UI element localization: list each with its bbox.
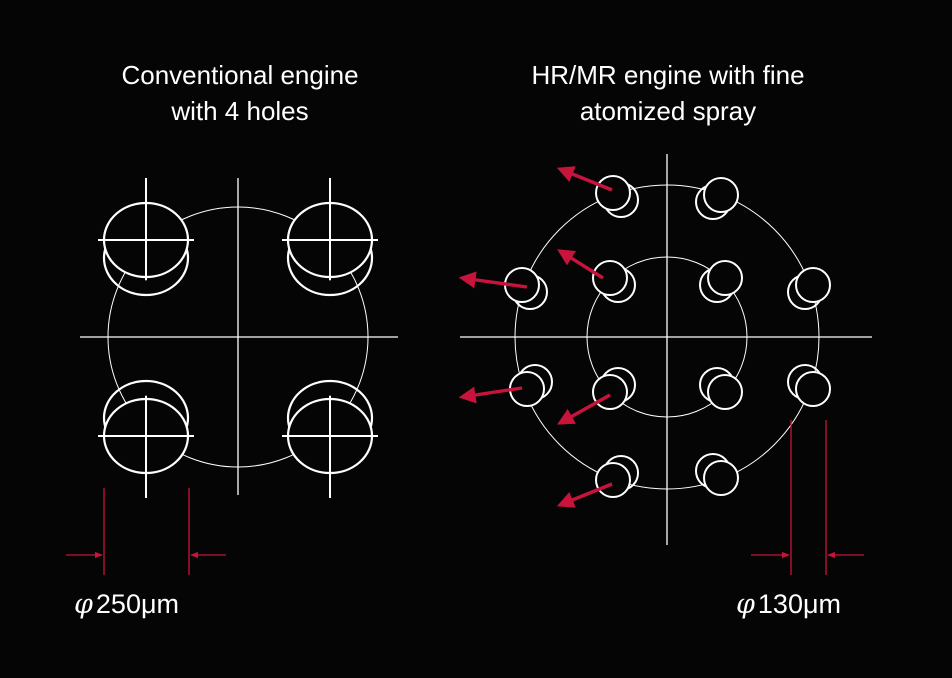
nozzle-hole-icon (282, 379, 378, 498)
spray-direction-arrow (458, 386, 523, 404)
hole-outline (795, 371, 831, 407)
hole-outline (592, 260, 628, 296)
right-dim-phi: φ (736, 589, 755, 620)
nozzle-hole-icon (699, 367, 743, 410)
nozzle-hole-icon (695, 177, 739, 220)
nozzle-hole-icon (787, 267, 831, 310)
hole-outline (795, 267, 831, 303)
left-pitch-circle (107, 206, 369, 468)
right-title-line1: HR/MR engine with fine (531, 60, 804, 90)
hole-outline (707, 260, 743, 296)
left-title-line1: Conventional engine (121, 60, 358, 90)
spray-direction-arrow (458, 271, 528, 289)
hole-outline (595, 175, 631, 211)
nozzle-hole-icon (509, 364, 553, 407)
nozzle-hole-icon (699, 260, 743, 303)
spray-direction-arrow (556, 166, 613, 192)
hole-outline (703, 460, 739, 496)
spray-direction-arrow (556, 482, 613, 508)
right-outer-pitch-circle (514, 184, 820, 490)
spray-direction-arrow (557, 393, 611, 425)
nozzle-hole-icon (282, 178, 378, 297)
large-nozzle-holes (98, 178, 378, 498)
hole-outline (703, 177, 739, 213)
nozzle-hole-icon (595, 455, 639, 498)
nozzle-hole-icon (695, 453, 739, 496)
hole-outline (595, 462, 631, 498)
spray-direction-arrows (458, 166, 613, 508)
right-inner-pitch-circle (586, 256, 748, 418)
spray-direction-arrow (557, 249, 604, 280)
hole-outline (592, 374, 628, 410)
left-dim-phi: φ (74, 589, 93, 620)
nozzle-hole-icon (98, 178, 194, 297)
hole-outline (707, 374, 743, 410)
nozzle-hole-icon (787, 364, 831, 407)
nozzle-hole-icon (595, 175, 639, 218)
right-title-line2: atomized spray (580, 96, 756, 126)
left-dim-value: 250μm (96, 589, 179, 619)
left-title-line2: with 4 holes (170, 96, 308, 126)
nozzle-hole-icon (592, 260, 636, 303)
right-dim-value: 130μm (758, 589, 841, 619)
nozzle-hole-icon (98, 379, 194, 498)
